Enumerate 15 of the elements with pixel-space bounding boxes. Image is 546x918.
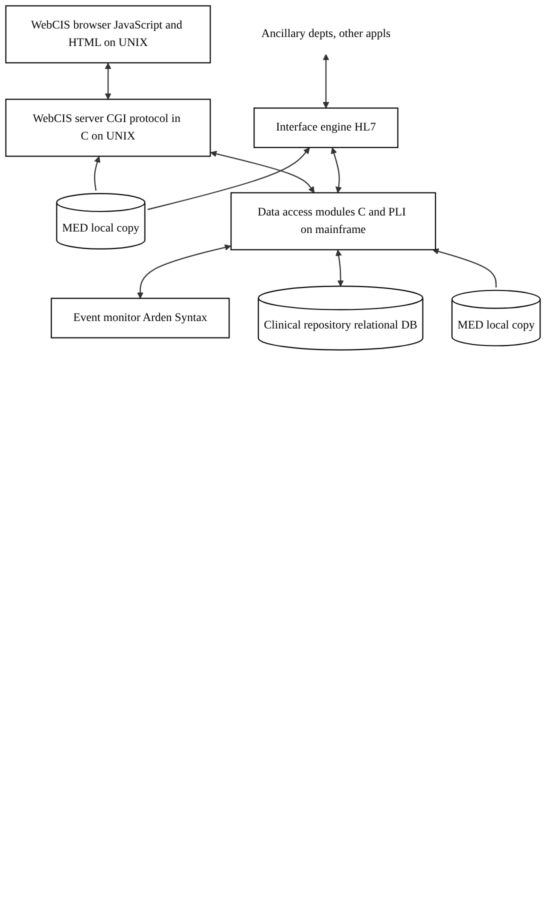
arrow xyxy=(432,248,497,288)
arrow xyxy=(336,250,344,287)
node-box: WebCIS browser JavaScript and HTML on UNIX xyxy=(5,5,211,64)
arrow xyxy=(322,54,330,108)
arrow xyxy=(104,62,112,100)
arrow xyxy=(94,156,100,191)
node-box: Interface engine HL7 xyxy=(254,108,398,148)
arrow xyxy=(137,244,232,299)
node-box: Event monitor Arden Syntax xyxy=(50,298,230,338)
node-box: Data access modules C and PLI on mainframe xyxy=(230,192,436,250)
node-box: WebCIS server CGI protocol in C on UNIX xyxy=(5,98,211,157)
arrow xyxy=(330,147,342,194)
arrow xyxy=(210,150,315,194)
node-text: Ancillary depts, other appls xyxy=(261,28,391,40)
arrow xyxy=(148,147,310,210)
